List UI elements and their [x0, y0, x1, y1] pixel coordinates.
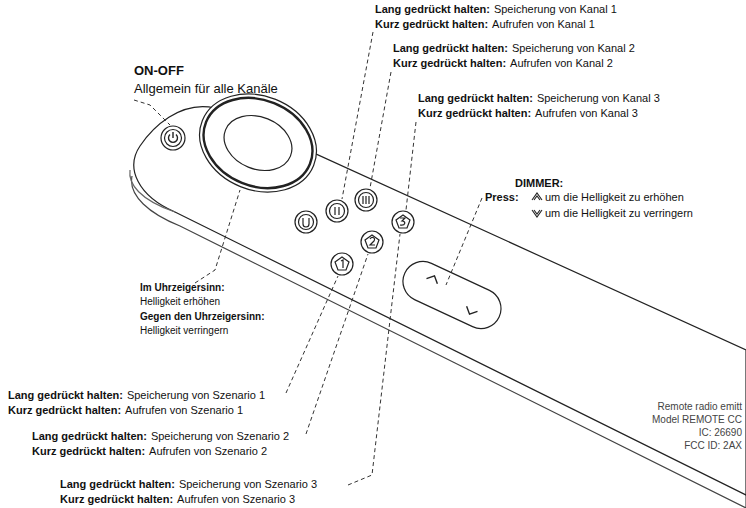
callout-text: Aufrufen von Szenario 1	[125, 403, 243, 417]
callout-heading: Kurz gedrückt halten:	[32, 444, 145, 458]
callout-line: Kurz gedrückt halten: Aufrufen von Kanal …	[418, 106, 638, 120]
callout-text: Speicherung von Kanal 3	[537, 91, 660, 105]
callout-heading: DIMMER:	[515, 176, 563, 190]
callout-line: Im Uhrzeigersinn:	[140, 281, 224, 294]
callout-text: Model REMOTE CC	[652, 413, 742, 426]
callout-heading: Im Uhrzeigersinn:	[140, 281, 224, 294]
callout-line: Lang gedrückt halten: Speicherung von Kan…	[393, 41, 635, 55]
callout-line: Lang gedrückt halten: Speicherung von Kan…	[418, 91, 660, 105]
callout-heading: Kurz gedrückt halten:	[393, 56, 506, 70]
callout-text: Allgemein für alle Kanäle	[134, 81, 278, 97]
callout-line: Lang gedrückt halten: Speicherung von Sze…	[8, 388, 265, 402]
callout-text: Speicherung von Szenario 2	[151, 429, 289, 443]
callout-heading: Kurz gedrückt halten:	[60, 492, 173, 506]
callout-heading: Lang gedrückt halten:	[8, 388, 123, 402]
callout-line: Kurz gedrückt halten: Aufrufen von Szenar…	[60, 492, 295, 506]
callout-text: Speicherung von Szenario 3	[179, 477, 317, 491]
callout-line: ON-OFF	[134, 63, 184, 79]
callout-text: IC: 26690	[699, 426, 742, 439]
callout-line: Kurz gedrückt halten: Aufrufen von Kanal …	[375, 17, 595, 31]
callout-line: Press:	[485, 190, 519, 204]
callout-heading: Lang gedrückt halten:	[60, 477, 175, 491]
callout-heading: Kurz gedrückt halten:	[8, 403, 121, 417]
callout-text: Speicherung von Kanal 1	[494, 2, 617, 16]
callout-line: Lang gedrückt halten: Speicherung von Kan…	[375, 2, 617, 16]
callout-text: Helligkeit verringern	[140, 324, 228, 337]
callout-line: FCC ID: 2AX	[684, 439, 742, 452]
callout-heading: Gegen den Uhrzeigersinn:	[140, 310, 264, 323]
callout-line: Model REMOTE CC	[652, 413, 742, 426]
callout-heading: Lang gedrückt halten:	[375, 2, 490, 16]
callout-line: Kurz gedrückt halten: Aufrufen von Szenar…	[8, 403, 243, 417]
callout-line: IC: 26690	[699, 426, 742, 439]
callout-line: Helligkeit verringern	[140, 324, 228, 337]
callout-line: Remote radio emitt	[658, 400, 742, 413]
callout-heading: Press:	[485, 190, 519, 204]
callout-text: Speicherung von Kanal 2	[512, 41, 635, 55]
callout-line: Gegen den Uhrzeigersinn:	[140, 310, 264, 323]
callout-heading: Kurz gedrückt halten:	[418, 106, 531, 120]
callout-text: Aufrufen von Kanal 1	[492, 17, 595, 31]
callout-line: Kurz gedrückt halten: Aufrufen von Kanal …	[393, 56, 613, 70]
callout-heading: Lang gedrückt halten:	[32, 429, 147, 443]
callout-line: Allgemein für alle Kanäle	[134, 81, 278, 97]
callout-line: Helligkeit erhöhen	[140, 295, 220, 308]
callout-heading: Kurz gedrückt halten:	[375, 17, 488, 31]
callout-text: Aufrufen von Kanal 2	[510, 56, 613, 70]
callout-text: Helligkeit erhöhen	[140, 295, 220, 308]
callout-heading: Lang gedrückt halten:	[418, 91, 533, 105]
callout-text: Remote radio emitt	[658, 400, 742, 413]
callout-line: DIMMER:	[515, 176, 563, 190]
callout-line: Lang gedrückt halten: Speicherung von Sze…	[32, 429, 289, 443]
callout-text: Aufrufen von Kanal 3	[535, 106, 638, 120]
callout-text: Aufrufen von Szenario 3	[177, 492, 295, 506]
callout-line: um die Helligkeit zu verringern	[545, 206, 693, 220]
callout-heading: ON-OFF	[134, 63, 184, 79]
callout-text: FCC ID: 2AX	[684, 439, 742, 452]
callout-line: Lang gedrückt halten: Speicherung von Sze…	[60, 477, 317, 491]
callout-line: um die Helligkeit zu erhöhen	[545, 190, 684, 204]
callout-text: Speicherung von Szenario 1	[127, 388, 265, 402]
callout-text: Aufrufen von Szenario 2	[149, 444, 267, 458]
callout-text: um die Helligkeit zu verringern	[545, 206, 693, 220]
callout-heading: Lang gedrückt halten:	[393, 41, 508, 55]
callout-line: Kurz gedrückt halten: Aufrufen von Szenar…	[32, 444, 267, 458]
callout-text: um die Helligkeit zu erhöhen	[545, 190, 684, 204]
